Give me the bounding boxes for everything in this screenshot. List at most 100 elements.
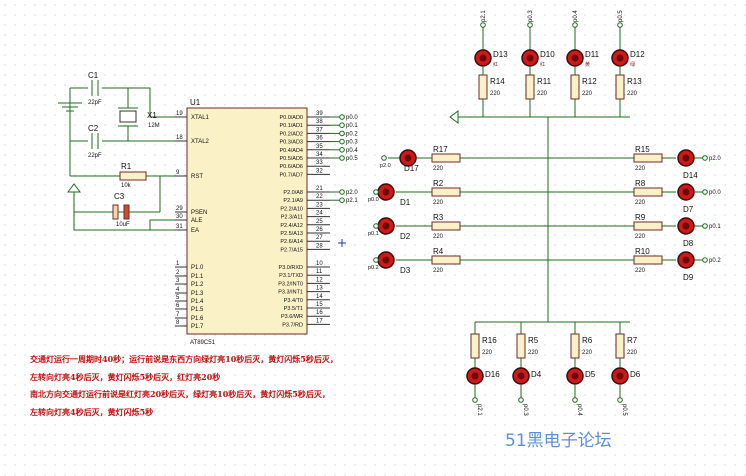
mcu-pin-number-19: 19 xyxy=(176,111,183,117)
left-net-label-D17: p2.0 xyxy=(380,163,391,169)
resistor-ref-R7: R7 xyxy=(627,336,638,345)
mcu-net-label-35: p0.4 xyxy=(346,148,358,154)
led-D7 xyxy=(677,183,695,201)
mcu-net-terminal-35 xyxy=(339,147,345,153)
led-ref-D6: D6 xyxy=(630,370,641,379)
resistor-R6 xyxy=(570,333,580,359)
led-ref-D13: D13 xyxy=(493,50,508,59)
mcu-net-terminal-36 xyxy=(339,138,345,145)
right-net-label-D9: p0.2 xyxy=(709,258,721,264)
mcu-pin-number-16: 16 xyxy=(316,310,323,316)
mcu-pin-name-34: P0.5/AD5 xyxy=(279,156,303,162)
resistor-value-R14: 220 xyxy=(490,91,501,97)
right-terminal-D7 xyxy=(702,189,708,195)
mcu-pin-number-25: 25 xyxy=(316,219,323,225)
mcu-pin-number-39: 39 xyxy=(316,111,323,117)
top-net-label-D12: p0.5 xyxy=(618,10,624,22)
led-D2 xyxy=(377,217,395,235)
note-line-3: 南北方向交通灯运行前说是红灯亮20秒后灭，绿灯亮10秒后灭，黄灯闪烁5秒后灭， xyxy=(30,389,330,399)
mcu-pin-number-26: 26 xyxy=(316,227,323,233)
resistor-R5 xyxy=(516,333,526,359)
mcu-pin-number-27: 27 xyxy=(316,235,323,241)
mcu-pin-number-3: 3 xyxy=(176,278,180,284)
led-ref-D11: D11 xyxy=(585,50,600,59)
resistor-value-R8: 220 xyxy=(635,200,646,206)
left-terminal-D3 xyxy=(373,257,379,263)
mcu-pin-number-33: 33 xyxy=(316,160,323,166)
mcu-pin-name-39: P0.0/AD0 xyxy=(279,115,303,121)
right-net-label-D7: p0.0 xyxy=(709,190,721,196)
led-D2-core xyxy=(382,222,390,230)
mcu-net-label-36: p0.3 xyxy=(346,140,358,146)
left-terminal-D2 xyxy=(373,223,379,229)
r1-ref: R1 xyxy=(121,162,132,171)
led-D13-core xyxy=(479,54,487,62)
led-D5-core xyxy=(571,372,579,380)
mcu-pin-number-14: 14 xyxy=(316,294,323,300)
mcu-pin-number-30: 30 xyxy=(176,214,183,220)
mcu-pin-name-3: P1.2 xyxy=(191,282,204,288)
mcu-pin-number-28: 28 xyxy=(316,243,323,249)
mcu-pin-number-23: 23 xyxy=(316,202,323,208)
mcu-pin-name-16: P3.6/WR xyxy=(281,314,303,320)
led-D4 xyxy=(512,367,530,385)
resistor-R17 xyxy=(431,153,461,163)
mcu-pin-number-15: 15 xyxy=(316,302,323,308)
led-D10-core xyxy=(526,54,534,62)
x1-ref: X1 xyxy=(147,111,157,120)
led-ref-D1: D1 xyxy=(400,198,411,207)
x1-value: 12M xyxy=(148,123,160,129)
top-terminal-D10 xyxy=(527,22,533,28)
resistor-ref-R5: R5 xyxy=(528,336,539,345)
mcu-pin-number-32: 32 xyxy=(316,168,323,174)
mcu-net-terminal-21 xyxy=(339,189,345,195)
power-arrow-reset xyxy=(67,183,81,193)
mcu-pin-name-13: P3.3/INT1 xyxy=(278,290,303,296)
top-terminal-D12 xyxy=(617,22,623,28)
c3-ref: C3 xyxy=(114,192,125,201)
resistor-value-R2: 220 xyxy=(433,200,444,206)
resistor-R2 xyxy=(431,187,461,197)
mcu-net-label-39: p0.0 xyxy=(346,115,358,121)
mcu-pin-name-15: P3.5/T1 xyxy=(284,306,303,312)
led-ref-D3: D3 xyxy=(400,266,411,275)
led-ref-D17: D17 xyxy=(404,164,419,173)
top-led-group: p2.1D13红R14220p0.3D10红R11220p0.4D11黄R122… xyxy=(474,10,645,100)
mcu-pin-name-19: XTAL1 xyxy=(191,115,210,121)
description-notes: 交通灯运行一周期时40秒；运行前说是东西方向绿灯亮10秒后灭，黄灯闪烁5秒后灭，… xyxy=(29,354,338,417)
resistor-value-R6: 220 xyxy=(582,350,593,356)
mcu-net-label-34: p0.5 xyxy=(346,156,358,162)
resistor-ref-R4: R4 xyxy=(433,247,444,256)
resistor-R14 xyxy=(478,74,488,100)
resistor-R8 xyxy=(633,187,663,197)
mcu-pin-number-38: 38 xyxy=(316,119,323,125)
resistor-value-R9: 220 xyxy=(635,234,646,240)
led-D17-core xyxy=(404,154,412,162)
led-D4-core xyxy=(517,372,525,380)
led-ref-D7: D7 xyxy=(683,205,694,214)
led-D3-core xyxy=(382,256,390,264)
led-D11-core xyxy=(571,54,579,62)
mcu-pin-number-4: 4 xyxy=(176,287,180,293)
top-terminal-D11 xyxy=(572,22,578,28)
forum-watermark: 51黑电子论坛 xyxy=(505,431,612,451)
resistor-value-R15: 220 xyxy=(635,166,646,172)
resistor-ref-R17: R17 xyxy=(433,145,448,154)
led-D3 xyxy=(377,251,395,269)
resistor-R12 xyxy=(570,74,580,100)
mcu-pin-name-27: P2.6/A14 xyxy=(280,239,303,245)
mcu-pin-number-24: 24 xyxy=(316,211,323,217)
left-terminal-D1 xyxy=(373,189,379,195)
led-ref-D16: D16 xyxy=(485,370,500,379)
resistor-R4 xyxy=(431,255,461,265)
mcu-pin-number-13: 13 xyxy=(316,286,323,292)
capacitor-c3: C3 10uF xyxy=(112,192,133,228)
top-net-label-D13: p2.1 xyxy=(481,10,487,22)
led-D17 xyxy=(399,149,417,167)
resistor-R9 xyxy=(633,221,663,231)
mcu-pin-name-18: XTAL2 xyxy=(191,139,210,145)
led-D6 xyxy=(611,367,629,385)
left-terminal-D17 xyxy=(381,155,387,161)
mcu-pin-name-24: P2.3/A11 xyxy=(281,215,303,221)
